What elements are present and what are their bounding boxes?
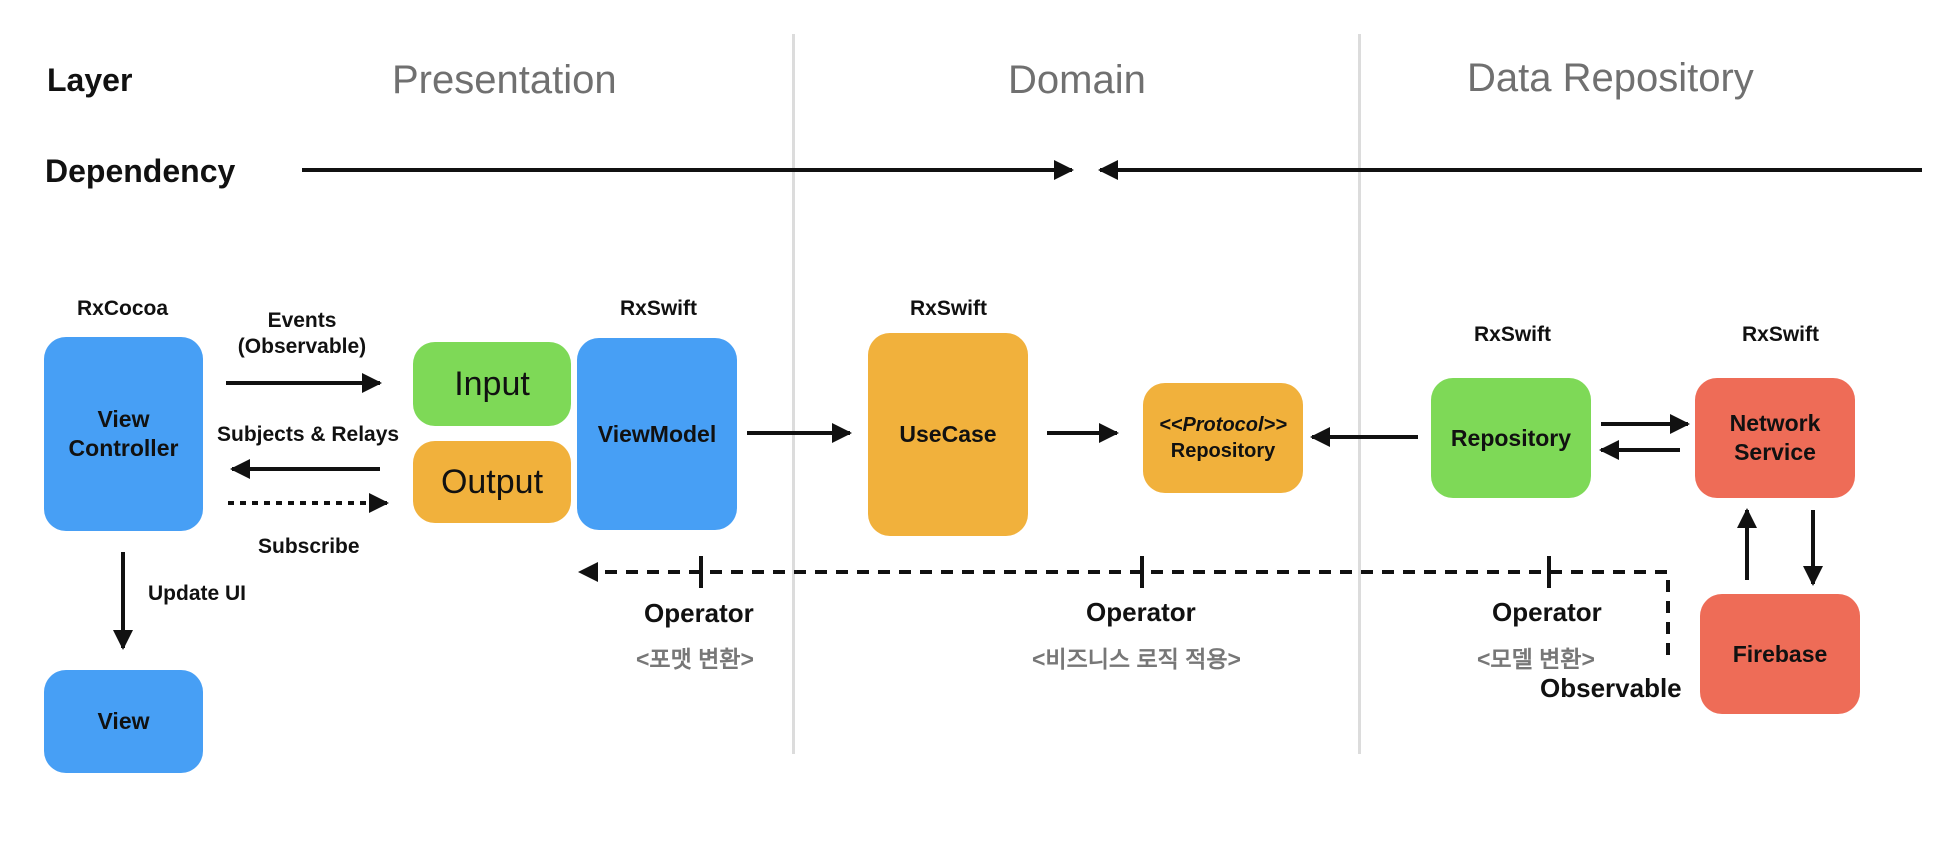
tech-label-rxswift-usecase: RxSwift (910, 297, 988, 320)
viewmodel-box: ViewModel (577, 338, 737, 530)
layer-divider-presentation-domain (792, 34, 795, 754)
tech-label-rxswift-repository: RxSwift (1474, 323, 1552, 346)
input-box: Input (413, 342, 571, 426)
subjects-relays-label: Subjects & Relays (217, 423, 400, 446)
usecase-box: UseCase (868, 333, 1028, 536)
tech-label-rxswift-viewmodel: RxSwift (620, 297, 698, 320)
observable-return-arrow (578, 562, 1670, 655)
protocol-repository-box: <<Protocol>> Repository (1143, 383, 1303, 493)
operator-data-sub: <모델 변환> (1477, 646, 1595, 672)
layer-divider-domain-data (1358, 34, 1361, 754)
view-box: View (44, 670, 203, 773)
operator-data-label: Operator (1492, 597, 1602, 627)
dependency-label: Dependency (45, 153, 236, 189)
network-service-box: Network Service (1695, 378, 1855, 498)
operator-domain-label: Operator (1086, 597, 1196, 627)
update-ui-label: Update UI (148, 582, 247, 605)
protocol-repository-label: Repository (1170, 440, 1276, 462)
firebase-box: Firebase (1700, 594, 1860, 714)
operator-presentation-label: Operator (644, 598, 754, 628)
protocol-stereotype: <<Protocol>> (1159, 414, 1287, 436)
events-label: Events (Observable) (237, 309, 367, 358)
view-controller-box: View Controller (44, 337, 203, 531)
tech-label-rxswift-network: RxSwift (1742, 323, 1820, 346)
layer-title-domain: Domain (1008, 58, 1146, 102)
layer-title-data-repository: Data Repository (1467, 56, 1754, 100)
layer-title-presentation: Presentation (392, 58, 617, 102)
tech-label-rxcocoa: RxCocoa (77, 297, 169, 320)
observable-label: Observable (1540, 673, 1682, 703)
operator-domain-sub: <비즈니스 로직 적용> (1032, 646, 1241, 672)
output-box: Output (413, 441, 571, 523)
layer-label: Layer (47, 62, 133, 98)
operator-presentation-sub: <포맷 변환> (636, 646, 754, 672)
repository-box: Repository (1431, 378, 1591, 498)
subscribe-label: Subscribe (258, 535, 360, 558)
